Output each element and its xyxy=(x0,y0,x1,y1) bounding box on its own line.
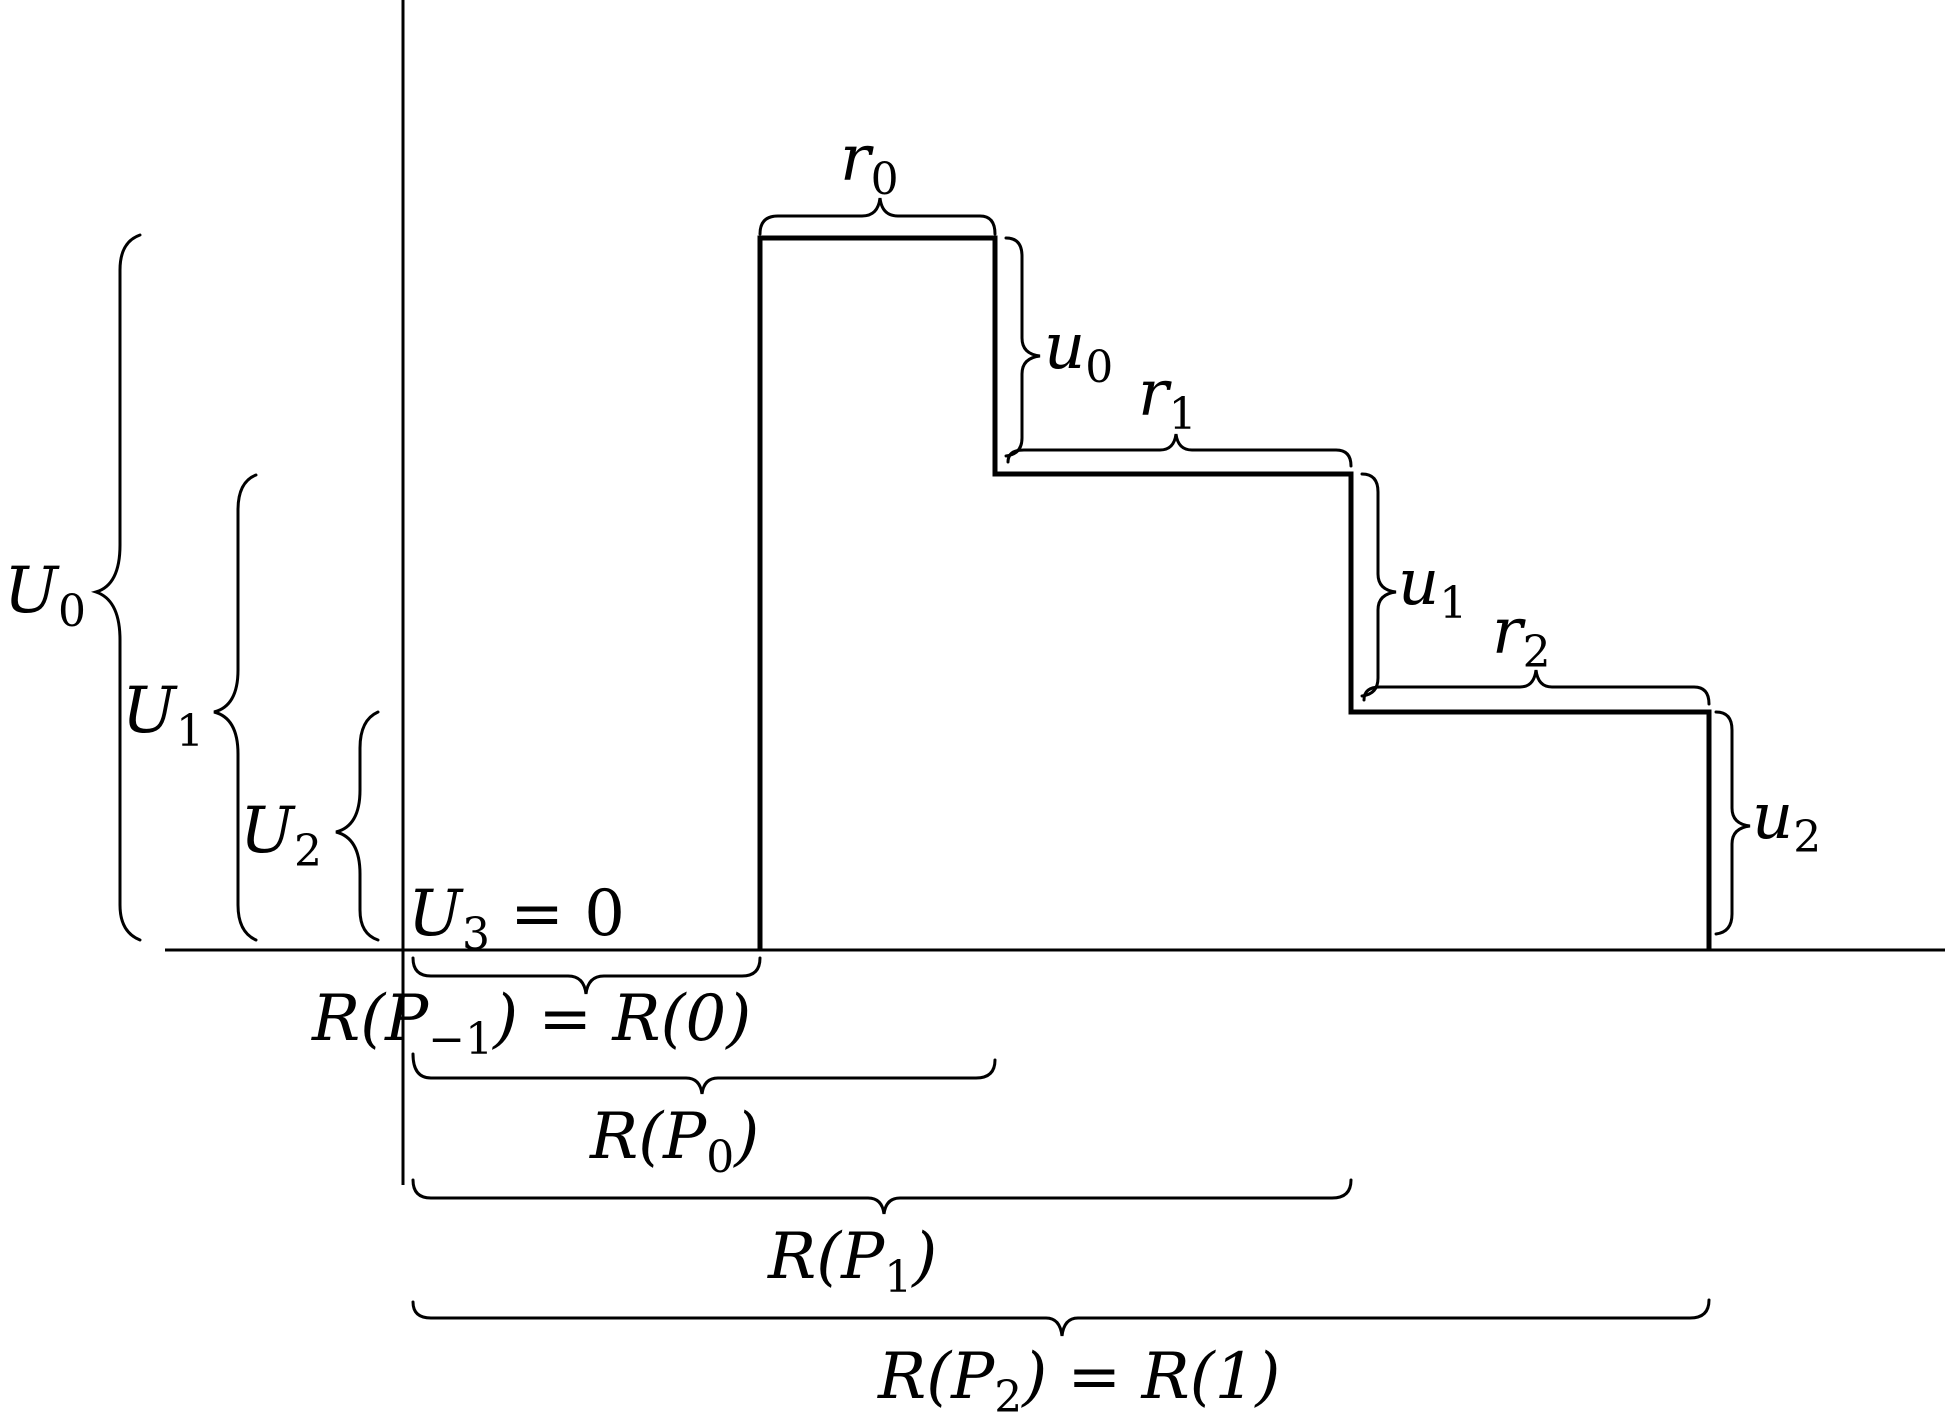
brace-U0 xyxy=(90,233,142,942)
label-u2: u2 xyxy=(1752,780,1821,863)
label-u1: u1 xyxy=(1398,546,1467,629)
label-r0: r0 xyxy=(840,122,899,205)
label-U2: U2 xyxy=(240,794,322,877)
label-U1: U1 xyxy=(122,674,204,757)
brace-RP1 xyxy=(411,1178,1353,1215)
label-r1: r1 xyxy=(1138,357,1197,440)
brace-U1 xyxy=(213,473,258,942)
brace-u0 xyxy=(1004,236,1041,458)
brace-r2 xyxy=(1362,669,1711,706)
label-RPm1: R(P−1) = R(0) xyxy=(311,982,751,1065)
brace-u1 xyxy=(1360,472,1397,698)
label-RP1: R(P1) xyxy=(767,1220,937,1303)
brace-r0 xyxy=(758,197,997,236)
label-r2: r2 xyxy=(1492,595,1551,678)
brace-u2 xyxy=(1714,710,1751,936)
brace-RPm1 xyxy=(411,956,762,995)
brace-RP2 xyxy=(411,1298,1711,1337)
label-RP0: R(P0) xyxy=(589,1100,759,1183)
label-RP2: R(P2) = R(1) xyxy=(877,1340,1280,1423)
brace-U2 xyxy=(335,710,380,942)
label-U0: U0 xyxy=(4,554,86,637)
staircase-outline xyxy=(757,235,1712,950)
brace-RP0 xyxy=(411,1052,997,1095)
label-U3: U3 = 0 xyxy=(408,877,625,960)
label-u0: u0 xyxy=(1044,310,1113,393)
